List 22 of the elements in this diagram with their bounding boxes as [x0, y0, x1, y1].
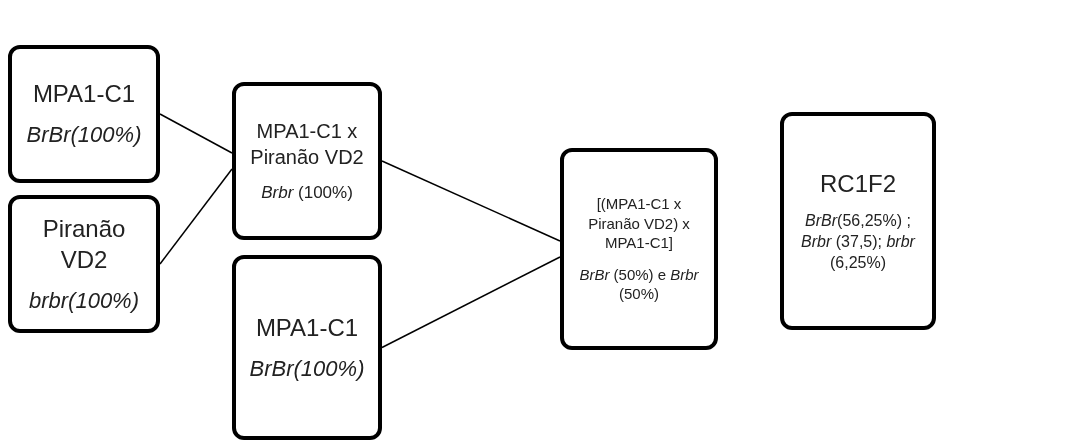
box-heading: [(MPA1-C1 x Piranão VD2) x MPA1-C1]: [587, 194, 691, 253]
process-box: [8, 195, 160, 333]
genotype-text: BrBr (50%) e Brbr (50%): [578, 264, 700, 304]
process-box: [232, 82, 382, 240]
box-heading: Piranão VD2: [41, 213, 127, 275]
genotype-text: BrBr(100%): [249, 354, 365, 383]
process-box: [8, 45, 160, 183]
connector-line: [159, 113, 233, 154]
connector-line: [381, 160, 561, 242]
genotype-text: Brbr (100%): [261, 181, 353, 204]
connector-line: [381, 256, 561, 349]
box-heading: MPA1-C1 x Piranão VD2: [249, 118, 365, 170]
process-box: [780, 112, 936, 330]
genotype-text: BrBr(56,25%) ; Brbr (37,5); brbr (6,25%): [800, 211, 917, 273]
process-box: [232, 255, 382, 440]
box-heading: RC1F2: [820, 169, 896, 200]
process-box: [560, 148, 718, 350]
genotype-text: BrBr(100%): [26, 121, 142, 150]
connector-line: [159, 168, 233, 265]
box-heading: MPA1-C1: [255, 312, 359, 343]
box-heading: MPA1-C1: [32, 79, 136, 110]
genotype-text: brbr(100%): [28, 286, 139, 315]
